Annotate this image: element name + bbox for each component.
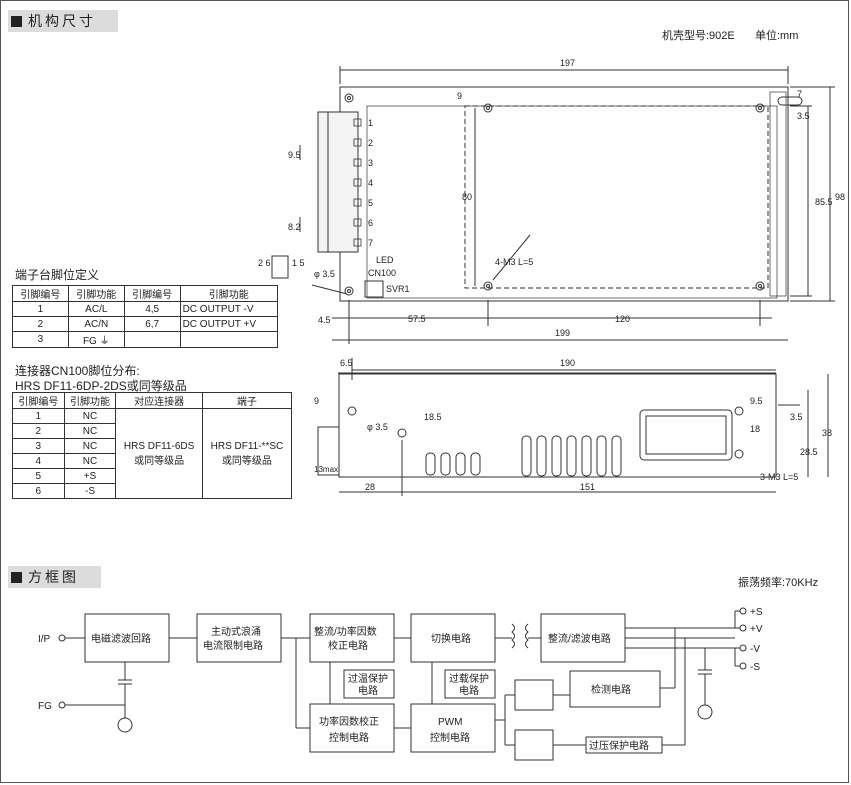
connector-pin-table: 引脚编号 引脚功能 对应连接器 端子 1 NC HRS DF11-6DS 或同等级…	[12, 392, 293, 499]
th: 引脚编号	[12, 285, 69, 302]
connector-title-1: 连接器CN100脚位分布:	[15, 364, 140, 378]
square-bullet-icon	[11, 16, 22, 27]
square-bullet-icon	[11, 572, 22, 583]
cell	[179, 331, 279, 348]
cell: 1	[12, 408, 65, 424]
cell: DC OUTPUT -V	[179, 301, 279, 317]
cell: -S	[63, 483, 117, 499]
mating-connector-cell: HRS DF11-6DS 或同等级品	[115, 408, 203, 499]
cell: 5	[12, 468, 65, 484]
cell: NC	[63, 423, 117, 439]
terminal-cell: HRS DF11-**SC 或同等级品	[201, 408, 293, 499]
cell: 4	[12, 453, 65, 469]
cell: 2	[12, 316, 69, 332]
cell: AC/N	[67, 316, 125, 332]
cell: +S	[63, 468, 117, 484]
th: 引脚编号	[12, 392, 65, 409]
cell: NC	[63, 438, 117, 454]
mating-line-1: HRS DF11-6DS	[123, 440, 195, 452]
connector-title-2: HRS DF11-6DP-2DS或同等级品	[15, 379, 187, 393]
th: 引脚功能	[179, 285, 279, 302]
cell: 2	[12, 423, 65, 439]
oscillation-frequency: 振荡频率:70KHz	[738, 577, 819, 589]
cell: DC OUTPUT +V	[179, 316, 279, 332]
cell: 4,5	[123, 301, 181, 317]
terminal-table-title: 端子台脚位定义	[15, 268, 100, 282]
cell	[123, 331, 181, 348]
mechanical-title: 机构尺寸	[28, 13, 96, 29]
case-number: 机壳型号:902E	[662, 30, 735, 42]
terminal-line-1: HRS DF11-**SC	[210, 440, 284, 452]
cell: FG ⏚	[67, 331, 125, 348]
terminal-line-2: 或同等级品	[221, 455, 272, 467]
unit-label: 单位:mm	[755, 30, 799, 42]
cell: NC	[63, 453, 117, 469]
cell: 6	[12, 483, 65, 499]
th: 引脚功能	[67, 285, 125, 302]
cell: 1	[12, 301, 69, 317]
th: 引脚功能	[63, 392, 117, 409]
th: 端子	[201, 392, 293, 409]
cell: 6,7	[123, 316, 181, 332]
th: 引脚编号	[123, 285, 181, 302]
mating-line-2: 或同等级品	[134, 455, 185, 467]
mechanical-section-header: 机构尺寸	[8, 10, 118, 32]
terminal-pin-table: 引脚编号 引脚功能 引脚编号 引脚功能 1 AC/L 4,5 DC OUTPUT…	[12, 285, 279, 348]
cell: AC/L	[67, 301, 125, 317]
block-section-header: 方框图	[8, 566, 101, 588]
cell: 3	[12, 331, 69, 348]
block-title: 方框图	[28, 569, 79, 585]
cell: 3	[12, 438, 65, 454]
cell: NC	[63, 408, 117, 424]
th: 对应连接器	[115, 392, 203, 409]
